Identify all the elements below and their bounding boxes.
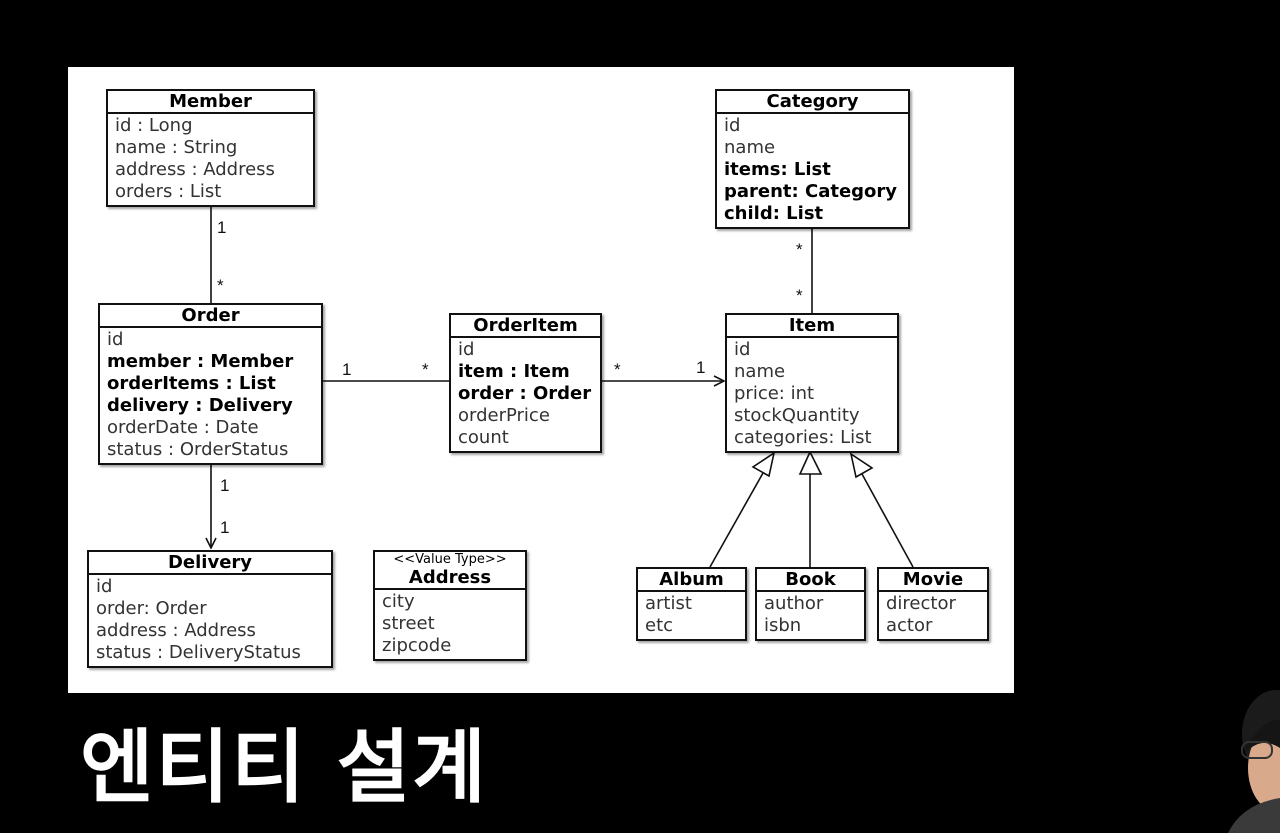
class-delivery-attr: address : Address: [96, 620, 324, 642]
class-member-attr: name : String: [115, 137, 306, 159]
mult-category-end: *: [796, 240, 803, 259]
mult-order-end: *: [217, 276, 224, 295]
presenter-webcam-image: [1228, 676, 1280, 833]
class-address-attr: street: [382, 613, 518, 635]
class-category-name: Category: [717, 91, 908, 114]
class-orderitem: OrderItem id item : Item order : Order o…: [449, 313, 602, 453]
book-inheritance-triangle: [800, 452, 821, 474]
class-item-name: Item: [727, 315, 897, 338]
class-delivery-attr: id: [96, 576, 324, 598]
class-item-attr: id: [734, 339, 890, 361]
class-address-name: <<Value Type>> Address: [375, 552, 525, 590]
class-order-attr: status : OrderStatus: [107, 439, 314, 461]
class-category-attr: name: [724, 137, 901, 159]
class-orderitem-attr: id: [458, 339, 593, 361]
class-member-attr: id : Long: [115, 115, 306, 137]
class-member-name: Member: [108, 91, 313, 114]
class-book-name: Book: [757, 569, 864, 592]
class-book: Book author isbn: [755, 567, 866, 641]
slide-title: 엔티티 설계: [80, 718, 488, 818]
class-order-attr: member : Member: [107, 351, 314, 373]
class-address-attr: city: [382, 591, 518, 613]
class-movie: Movie director actor: [877, 567, 989, 641]
class-item: Item id name price: int stockQuantity ca…: [725, 313, 899, 453]
class-book-attr: author: [764, 593, 857, 615]
class-category-attr: child: List: [724, 203, 901, 225]
mult-item-from-orderitem: 1: [696, 358, 705, 377]
album-inheritance-triangle: [753, 453, 774, 476]
class-item-attr: name: [734, 361, 890, 383]
class-address-stereotype: <<Value Type>>: [379, 552, 521, 567]
class-album: Album artist etc: [636, 567, 747, 641]
class-orderitem-name: OrderItem: [451, 315, 600, 338]
class-order: Order id member : Member orderItems : Li…: [98, 303, 323, 465]
class-member-attr: orders : List: [115, 181, 306, 203]
class-order-attr: orderItems : List: [107, 373, 314, 395]
album-generalization: [710, 473, 763, 567]
class-category: Category id name items: List parent: Cat…: [715, 89, 910, 229]
movie-generalization: [862, 474, 913, 567]
class-category-attr: items: List: [724, 159, 901, 181]
class-address-title: Address: [409, 567, 491, 588]
class-delivery-attr: order: Order: [96, 598, 324, 620]
class-album-name: Album: [638, 569, 745, 592]
class-address: <<Value Type>> Address city street zipco…: [373, 550, 527, 661]
movie-inheritance-triangle: [851, 454, 872, 477]
class-movie-attr: actor: [886, 615, 980, 637]
class-category-attr: parent: Category: [724, 181, 901, 203]
class-category-attr: id: [724, 115, 901, 137]
class-member-attr: address : Address: [115, 159, 306, 181]
mult-delivery-from-order: 1: [220, 518, 229, 537]
mult-order-to-orderitem: 1: [342, 360, 351, 379]
class-delivery: Delivery id order: Order address : Addre…: [87, 550, 333, 668]
class-movie-name: Movie: [879, 569, 987, 592]
class-order-attr: id: [107, 329, 314, 351]
class-item-attr: categories: List: [734, 427, 890, 449]
class-item-attr: stockQuantity: [734, 405, 890, 427]
slide-canvas: 1 * 1 * * 1 * * 1 1 Member id : Long nam…: [68, 67, 1014, 693]
class-orderitem-attr: count: [458, 427, 593, 449]
class-orderitem-attr: item : Item: [458, 361, 593, 383]
class-album-attr: artist: [645, 593, 738, 615]
class-order-name: Order: [100, 305, 321, 328]
class-orderitem-attr: orderPrice: [458, 405, 593, 427]
class-album-attr: etc: [645, 615, 738, 637]
class-member: Member id : Long name : String address :…: [106, 89, 315, 207]
mult-orderitem-from-order: *: [422, 360, 429, 379]
class-address-attr: zipcode: [382, 635, 518, 657]
mult-orderitem-to-item: *: [614, 360, 621, 379]
mult-order-to-delivery: 1: [220, 476, 229, 495]
class-movie-attr: director: [886, 593, 980, 615]
class-item-attr: price: int: [734, 383, 890, 405]
class-order-attr: delivery : Delivery: [107, 395, 314, 417]
class-book-attr: isbn: [764, 615, 857, 637]
class-delivery-name: Delivery: [89, 552, 331, 575]
mult-item-end: *: [796, 286, 803, 305]
class-orderitem-attr: order : Order: [458, 383, 593, 405]
mult-member-end: 1: [217, 218, 226, 237]
class-order-attr: orderDate : Date: [107, 417, 314, 439]
class-delivery-attr: status : DeliveryStatus: [96, 642, 324, 664]
